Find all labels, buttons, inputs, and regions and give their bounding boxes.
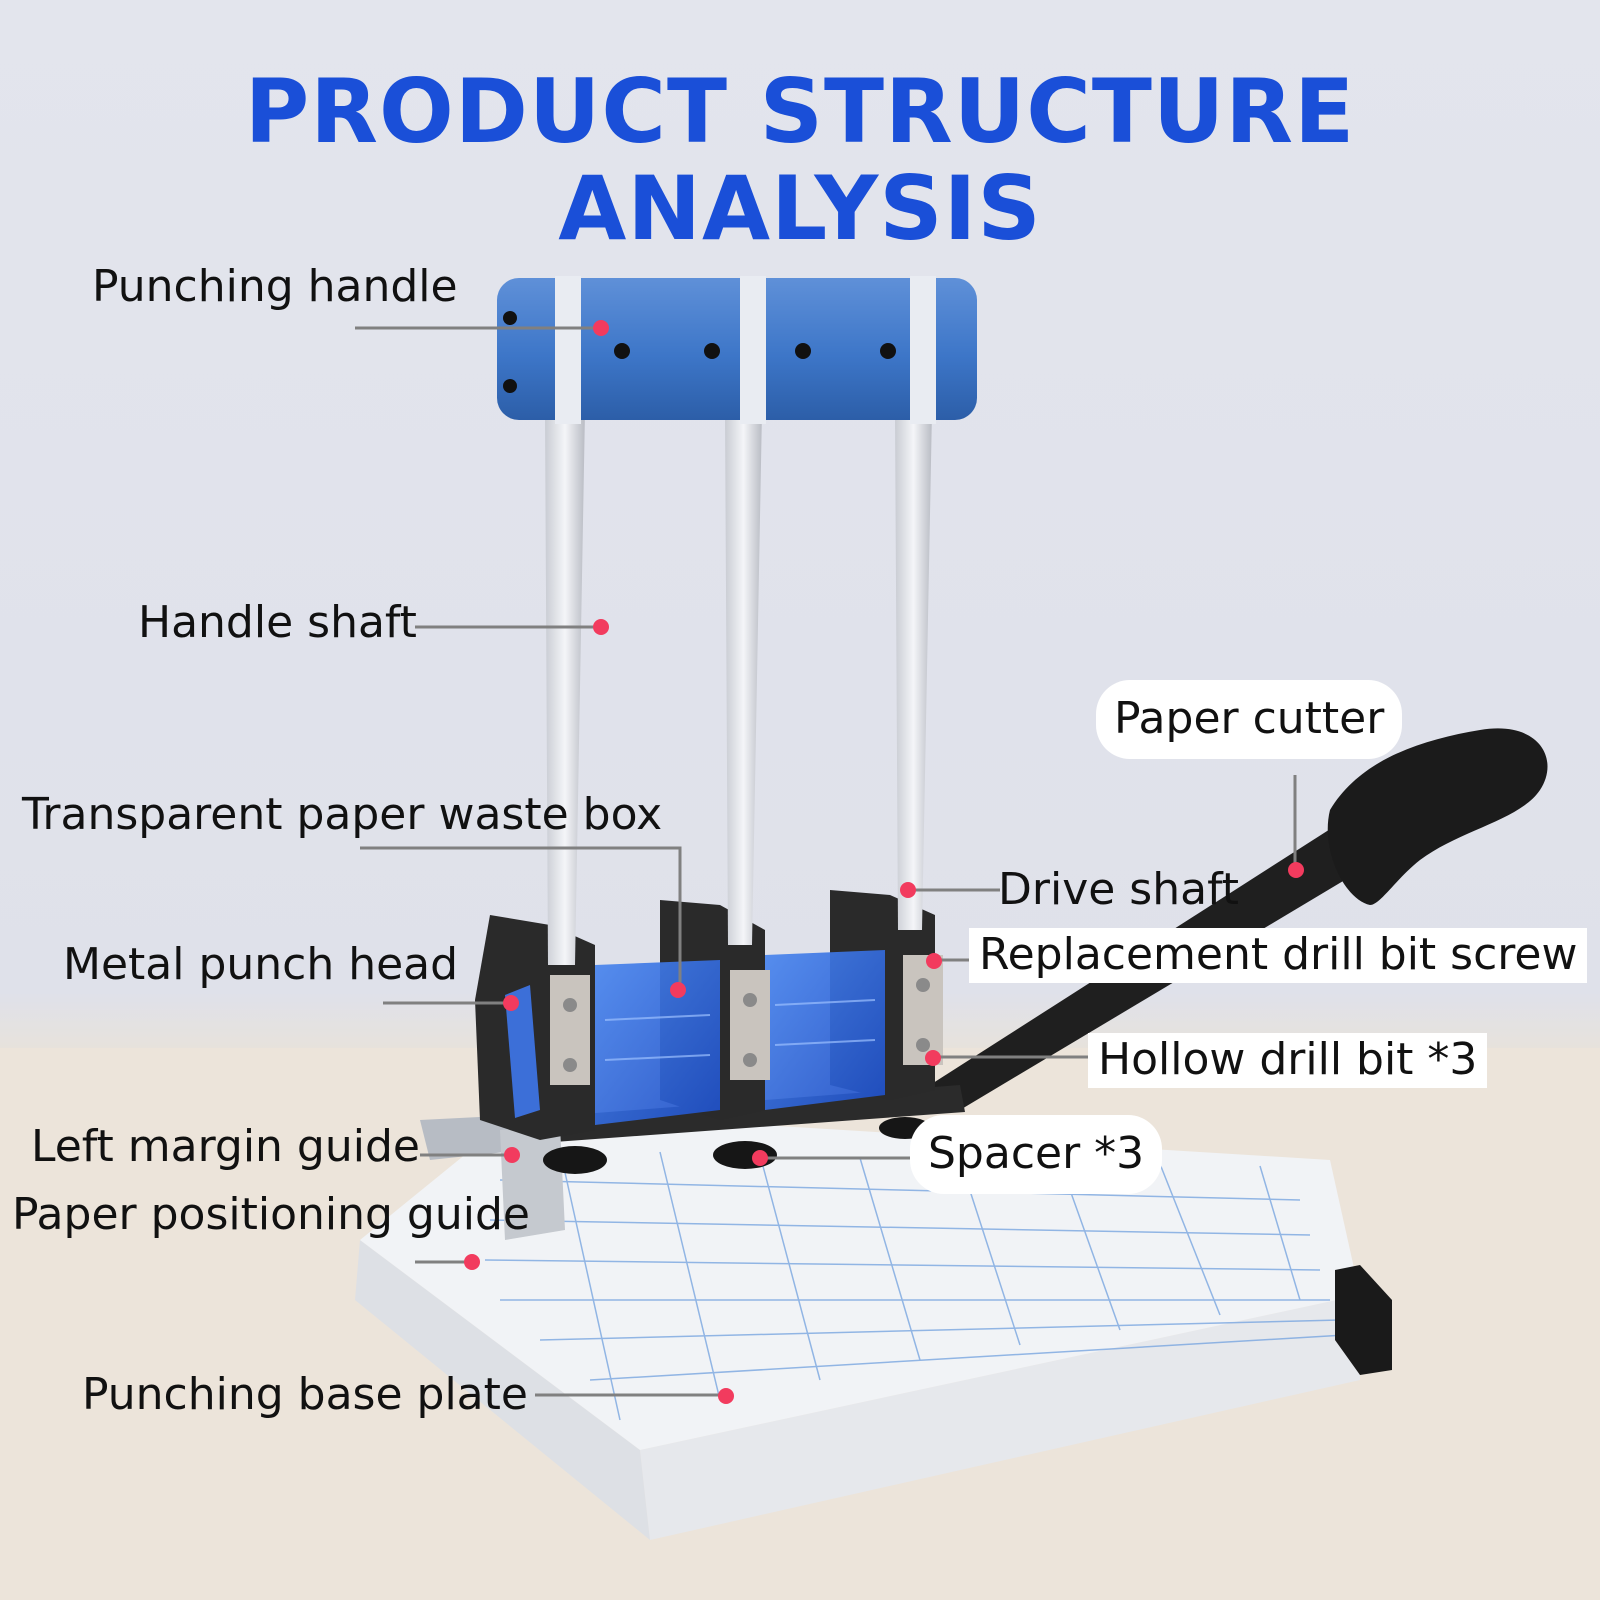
label-punching-handle: Punching handle — [92, 261, 458, 312]
label-left-margin-guide: Left margin guide — [31, 1121, 420, 1172]
paper-cutter-grip — [1327, 728, 1548, 905]
punching-handle-bar — [497, 278, 977, 420]
marker-dot-metal-punch-head — [503, 995, 519, 1011]
handle-shaft-1 — [545, 410, 585, 965]
label-transparent-paper-waste-box: Transparent paper waste box — [22, 789, 663, 840]
marker-dot-drive-shaft — [900, 882, 916, 898]
marker-dot-drill-bit-screw — [926, 953, 942, 969]
label-metal-punch-head: Metal punch head — [63, 939, 459, 990]
marker-dot-punching-base-plate — [718, 1388, 734, 1404]
label-paper-positioning-guide: Paper positioning guide — [12, 1189, 530, 1240]
marker-dot-waste-box — [670, 982, 686, 998]
cutter-edge-strip — [1335, 1265, 1392, 1375]
handle-shaft-2 — [725, 410, 762, 945]
metal-punch-head — [505, 985, 540, 1118]
label-hollow-drill-bit: Hollow drill bit *3 — [1088, 1033, 1488, 1088]
label-spacer: Spacer *3 — [910, 1115, 1163, 1194]
spacer-hole-1 — [543, 1146, 607, 1174]
page-title: PRODUCT STRUCTURE ANALYSIS — [244, 60, 1356, 260]
label-replacement-drill-bit-screw: Replacement drill bit screw — [969, 928, 1588, 983]
label-punching-base-plate: Punching base plate — [82, 1369, 528, 1420]
label-drive-shaft: Drive shaft — [998, 864, 1240, 915]
waste-box-2 — [765, 950, 885, 1110]
marker-dot-paper-cutter — [1288, 862, 1304, 878]
base-plate-front — [640, 1295, 1360, 1540]
label-paper-cutter: Paper cutter — [1096, 680, 1403, 759]
marker-dot-left-margin-guide — [504, 1147, 520, 1163]
marker-dot-handle-shaft — [593, 619, 609, 635]
leader-lines — [355, 326, 1297, 1397]
waste-box-1 — [595, 960, 720, 1125]
marker-dot-hollow-drill-bit — [925, 1050, 941, 1066]
label-handle-shaft: Handle shaft — [138, 597, 417, 648]
marker-dot-punching-handle — [593, 320, 609, 336]
base-plate-edge — [355, 1240, 650, 1540]
handle-shaft-3 — [895, 410, 932, 930]
marker-dot-spacer — [752, 1150, 768, 1166]
marker-dot-paper-positioning-guide — [464, 1254, 480, 1270]
